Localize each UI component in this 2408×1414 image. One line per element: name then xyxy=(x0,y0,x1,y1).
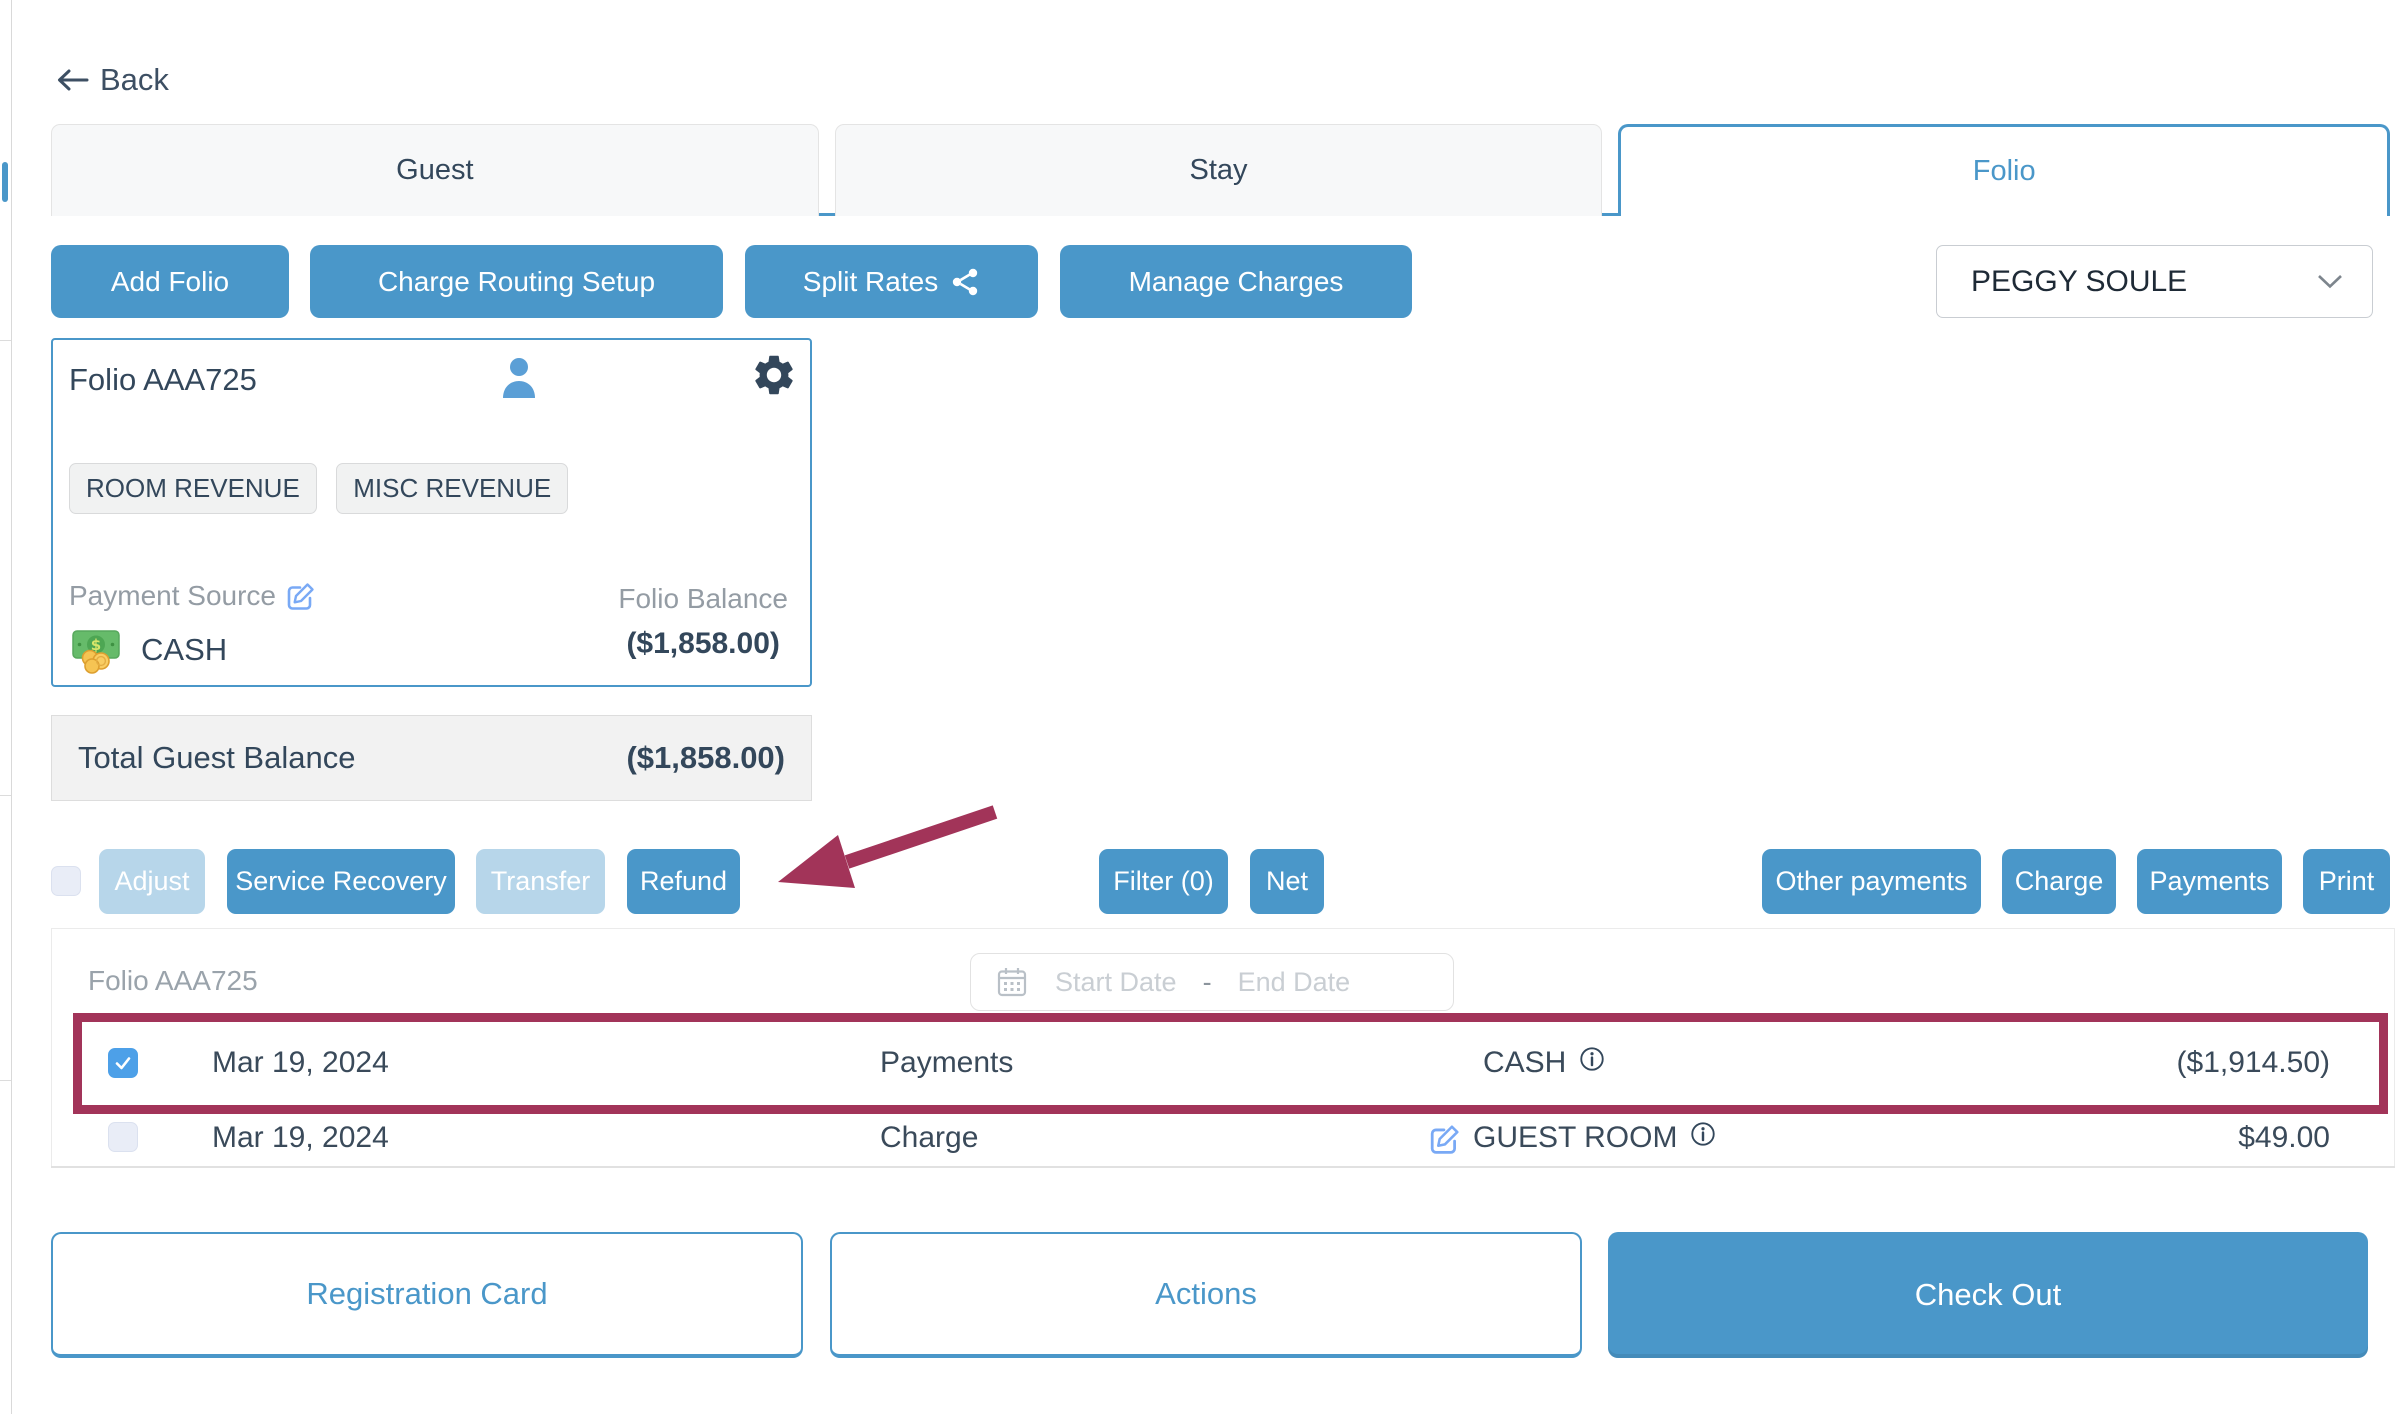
left-panel-divider xyxy=(11,0,12,1414)
calendar-icon xyxy=(995,965,1029,999)
tab-guest[interactable]: Guest xyxy=(51,124,819,216)
payments-button[interactable]: Payments xyxy=(2137,849,2282,914)
total-guest-balance-value: ($1,858.00) xyxy=(626,740,785,775)
revenue-badges: ROOM REVENUE MISC REVENUE xyxy=(69,463,583,514)
add-folio-button[interactable]: Add Folio xyxy=(51,245,289,318)
info-icon[interactable] xyxy=(1689,1120,1717,1148)
folio-balance: Folio Balance ($1,858.00) xyxy=(618,583,788,661)
badge-misc-revenue: MISC REVENUE xyxy=(336,463,569,514)
svg-text:$: $ xyxy=(91,636,101,654)
tab-bar: Guest Stay Folio xyxy=(51,124,2391,216)
tab-stay[interactable]: Stay xyxy=(834,124,1603,216)
actions-button[interactable]: Actions xyxy=(830,1232,1582,1358)
service-recovery-button[interactable]: Service Recovery xyxy=(227,849,455,914)
filter-button[interactable]: Filter (0) xyxy=(1099,849,1228,914)
arrow-left-icon xyxy=(54,67,90,93)
folio-card: Folio AAA725 ROOM REVENUE MISC REVENUE P… xyxy=(51,338,812,687)
row-description: GUEST ROOM xyxy=(1473,1121,1678,1154)
left-panel-tick xyxy=(0,795,11,796)
transactions-folio-label: Folio AAA725 xyxy=(88,965,258,996)
folio-card-title: Folio AAA725 xyxy=(69,362,257,397)
charge-routing-setup-button[interactable]: Charge Routing Setup xyxy=(310,245,723,318)
row-date: Mar 19, 2024 xyxy=(212,1046,389,1079)
badge-room-revenue: ROOM REVENUE xyxy=(69,463,317,514)
payment-source-row: $ CASH xyxy=(71,625,227,675)
other-payments-button[interactable]: Other payments xyxy=(1762,849,1981,914)
table-row[interactable]: Mar 19, 2024 Payments CASH ($1,914.50) xyxy=(82,1022,2379,1105)
row-amount: ($1,914.50) xyxy=(2176,1046,2330,1079)
row-description-wrap: GUEST ROOM xyxy=(1429,1121,1717,1155)
registration-card-button[interactable]: Registration Card xyxy=(51,1232,803,1358)
select-all-checkbox[interactable] xyxy=(51,866,81,896)
payment-source-header: Payment Source xyxy=(69,580,316,612)
transfer-button[interactable]: Transfer xyxy=(476,849,605,914)
info-icon[interactable] xyxy=(1578,1045,1606,1073)
checkmark-icon xyxy=(113,1053,133,1073)
print-button[interactable]: Print xyxy=(2303,849,2390,914)
gear-icon[interactable] xyxy=(750,351,798,399)
start-date-placeholder: Start Date xyxy=(1055,966,1177,997)
edit-icon[interactable] xyxy=(286,581,316,611)
payment-source-label: Payment Source xyxy=(69,580,276,611)
check-out-button[interactable]: Check Out xyxy=(1608,1232,2368,1358)
charge-button[interactable]: Charge xyxy=(2002,849,2116,914)
edit-icon[interactable] xyxy=(1429,1123,1461,1155)
left-panel-tick xyxy=(0,1080,11,1081)
row-description-wrap: CASH xyxy=(1483,1046,1606,1080)
tab-folio[interactable]: Folio xyxy=(1618,124,2391,216)
guest-selector-value: PEGGY SOULE xyxy=(1971,264,2188,298)
table-row[interactable]: Mar 19, 2024 Charge GUEST ROOM $49.00 xyxy=(51,1114,2395,1168)
folio-balance-value: ($1,858.00) xyxy=(626,627,780,660)
adjust-button[interactable]: Adjust xyxy=(99,849,205,914)
payment-source-value: CASH xyxy=(141,632,228,667)
left-panel-tick xyxy=(0,340,11,341)
folio-balance-label: Folio Balance xyxy=(618,583,788,614)
left-panel-scroll-indicator xyxy=(2,162,8,202)
annotation-arrow xyxy=(725,798,1005,913)
person-icon[interactable] xyxy=(497,354,541,400)
highlight-annotation-box: Mar 19, 2024 Payments CASH ($1,914.50) xyxy=(73,1013,2388,1114)
split-rates-button[interactable]: Split Rates xyxy=(745,245,1038,318)
row-checkbox[interactable] xyxy=(108,1048,138,1078)
date-range-separator: - xyxy=(1202,966,1212,997)
total-guest-balance: Total Guest Balance ($1,858.00) xyxy=(51,715,812,801)
row-type: Payments xyxy=(880,1046,1014,1079)
total-guest-balance-label: Total Guest Balance xyxy=(78,740,356,775)
row-checkbox[interactable] xyxy=(108,1122,138,1152)
back-label: Back xyxy=(100,62,169,97)
row-description: CASH xyxy=(1483,1046,1567,1079)
refund-button[interactable]: Refund xyxy=(627,849,740,914)
row-date: Mar 19, 2024 xyxy=(212,1121,389,1154)
manage-charges-button[interactable]: Manage Charges xyxy=(1060,245,1412,318)
row-amount: $49.00 xyxy=(2238,1121,2330,1154)
share-icon xyxy=(950,267,980,297)
date-range-input[interactable]: Start Date - End Date xyxy=(970,953,1454,1011)
end-date-placeholder: End Date xyxy=(1237,966,1351,997)
chevron-down-icon xyxy=(2316,273,2344,290)
back-button[interactable]: Back xyxy=(54,62,169,98)
net-button[interactable]: Net xyxy=(1250,849,1324,914)
row-type: Charge xyxy=(880,1121,979,1154)
guest-selector[interactable]: PEGGY SOULE xyxy=(1936,245,2373,318)
money-cash-icon: $ xyxy=(71,625,123,675)
